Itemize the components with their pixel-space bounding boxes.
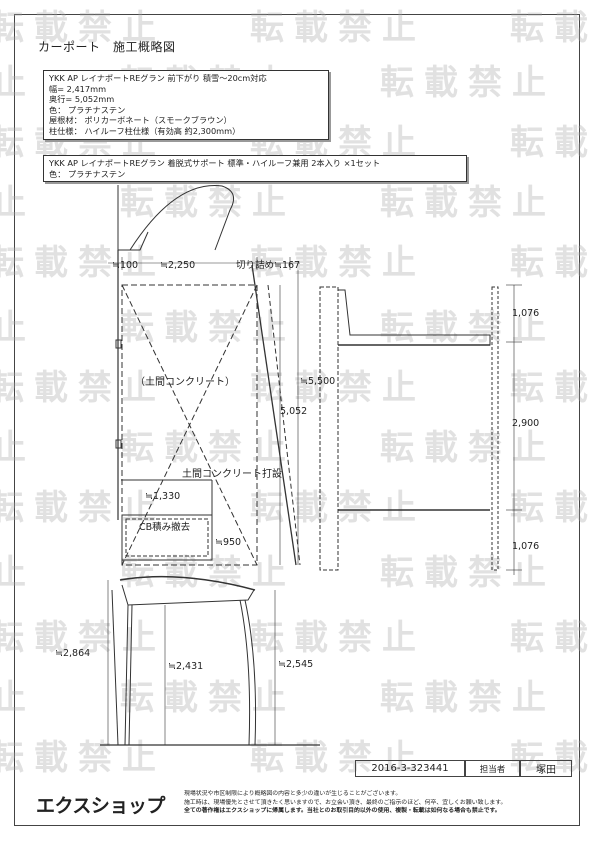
rear-post bbox=[491, 286, 499, 571]
carport-spec-box: YKK AP レイナポートREグラン 前下がり 積雪～20cm対応 幅= 2,4… bbox=[43, 70, 329, 140]
dim-label: ≒100 bbox=[112, 260, 138, 271]
concrete-area-label: （土間コンクリート） bbox=[135, 375, 235, 388]
note-line: 全ての著作権はエクスショップに帰属します。当社とのお取引目的以外の使用、複製・転… bbox=[184, 808, 501, 815]
support-spec-box: YKK AP レイナポートREグラン 着脱式サポート 標準・ハイルーフ兼用 2本… bbox=[43, 155, 467, 183]
fixture-mark bbox=[115, 339, 122, 349]
front-post-left bbox=[124, 604, 133, 746]
side-elevation-post bbox=[319, 286, 339, 571]
dim-label: 1,076 bbox=[512, 541, 539, 552]
concrete-pour-label: 土間コンクリート打設 bbox=[182, 467, 282, 480]
document-number: 2016-3-323441 bbox=[355, 760, 465, 777]
spec-line: 屋根材： ポリカーボネート（スモークブラウン） bbox=[49, 115, 232, 126]
house-outline bbox=[117, 185, 149, 251]
dim-label: 2,900 bbox=[512, 418, 539, 429]
dim-label: ≒2,545 bbox=[278, 659, 313, 670]
wall-line bbox=[111, 589, 119, 746]
spec-line: 色： プラチナステン bbox=[49, 168, 126, 179]
spec-line: YKK AP レイナポートREグラン 前下がり 積雪～20cm対応 bbox=[49, 73, 267, 83]
cb-block-inner bbox=[125, 518, 209, 557]
brand-logo: エクスショップ bbox=[36, 795, 165, 817]
staff-label: 担当者 bbox=[465, 760, 520, 777]
planter-outline bbox=[129, 185, 235, 251]
dim-label: ≒950 bbox=[215, 537, 241, 548]
drawing-frame bbox=[14, 14, 580, 826]
dim-label: ≒2,250 bbox=[160, 260, 195, 271]
dim-label: 1,076 bbox=[512, 308, 539, 319]
front-roof-frame bbox=[121, 584, 255, 606]
spec-line: YKK AP レイナポートREグラン 着脱式サポート 標準・ハイルーフ兼用 2本… bbox=[49, 158, 381, 168]
dim-label: ≒5,500 bbox=[300, 376, 335, 387]
dim-label: ≒1,330 bbox=[145, 491, 180, 502]
cut-note-label: 切り詰め≒167 bbox=[236, 259, 300, 271]
note-line: 現場状況や市区制限により概略図の内容と多少の違いが生じることがございます。 bbox=[184, 791, 402, 797]
concrete-area-outline bbox=[121, 284, 258, 566]
footer-notes: 現場状況や市区制限により概略図の内容と多少の違いが生じることがございます。 施工… bbox=[184, 790, 506, 816]
spec-line: 幅= 2,417mm bbox=[49, 83, 107, 94]
spec-line: 奥行= 5,052mm bbox=[49, 94, 115, 105]
concrete-diagonal bbox=[121, 284, 258, 566]
dim-label: ≒2,431 bbox=[168, 661, 203, 672]
spec-line: 柱仕様： ハイルーフ柱仕様（有効高 約2,300mm） bbox=[49, 125, 241, 136]
staff-name: 塚田 bbox=[520, 760, 572, 777]
fixture-mark bbox=[115, 439, 122, 449]
page-title: カーポート 施工概略図 bbox=[38, 40, 176, 54]
dim-label: 5,052 bbox=[280, 406, 307, 417]
dim-label: ≒2,864 bbox=[55, 648, 90, 659]
cb-removal-label: CB積み撤去 bbox=[139, 521, 191, 533]
front-post-right bbox=[239, 599, 257, 746]
front-roof-curve bbox=[119, 575, 256, 591]
carport-post-line bbox=[267, 284, 301, 566]
carport-roof-edge bbox=[251, 264, 297, 566]
spec-line: 色： プラチナステン bbox=[49, 104, 126, 115]
side-elevation-roof bbox=[338, 289, 491, 346]
note-line: 施工時は、現場優先とさせて頂きたく思いますので、お立会い頂き、最終のご指示のほど… bbox=[184, 799, 507, 806]
